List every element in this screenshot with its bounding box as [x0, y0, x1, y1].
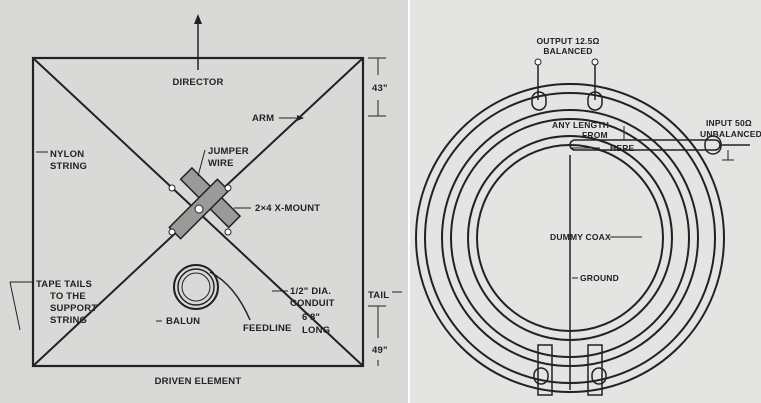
clamp-3: [168, 228, 176, 236]
jumper-leader: [197, 149, 206, 177]
label-conduit-3: 6'8": [302, 312, 320, 323]
label-feedline: FEEDLINE: [243, 323, 292, 334]
clamp-1: [168, 184, 176, 192]
director-arrow-head: [194, 14, 202, 24]
ring-outer-a: [415, 83, 725, 393]
clamp-4: [224, 228, 232, 236]
label-driven-element: DRIVEN ELEMENT: [155, 376, 242, 387]
input-coax: [569, 139, 721, 151]
label-conduit-2: CONDUIT: [290, 298, 335, 309]
label-tape-tails-1: TAPE TAILS: [36, 279, 92, 290]
clamp-2: [224, 184, 232, 192]
label-tape-tails-2: TO THE: [50, 291, 86, 302]
label-input-2: UNBALANCED: [700, 129, 761, 139]
label-director: DIRECTOR: [172, 77, 223, 88]
balun-ring-1: [173, 264, 219, 310]
label-output-2: BALANCED: [543, 46, 592, 56]
coax-balun-diagram: OUTPUT 12.5Ω BALANCED ANY LENGTH FROM HE…: [415, 36, 761, 396]
label-jumper-wire-1: JUMPER: [208, 146, 249, 157]
arm-leader-head: [297, 115, 304, 121]
label-ground: GROUND: [580, 273, 619, 283]
tape-tails-leader: [9, 281, 34, 331]
coax-balun-panel: OUTPUT 12.5Ω BALANCED ANY LENGTH FROM HE…: [410, 0, 761, 403]
label-arm: ARM: [252, 113, 274, 124]
antenna-diagram: DIRECTOR 43" ARM NYLON STRING JUMPER WIR…: [9, 14, 402, 387]
label-nylon-string-1: NYLON: [50, 149, 84, 160]
label-nylon-string-2: STRING: [50, 161, 87, 172]
coax-end-top-left: [531, 91, 547, 111]
label-jumper-wire-2: WIRE: [208, 158, 234, 169]
label-tail: TAIL: [368, 290, 389, 301]
coax-end-top-right: [587, 91, 603, 111]
antenna-diagram-panel: DIRECTOR 43" ARM NYLON STRING JUMPER WIR…: [0, 0, 408, 403]
output-terminal-left: [534, 58, 542, 66]
label-input-1: INPUT 50Ω: [706, 118, 752, 128]
label-dim-bottom: 49": [372, 345, 388, 356]
label-balun: BALUN: [166, 316, 200, 327]
bottom-coax-end-right: [591, 367, 607, 385]
label-dummy-coax: DUMMY COAX: [550, 232, 611, 242]
x-mount-center-bolt: [194, 204, 204, 214]
label-conduit-1: 1/2" DIA.: [290, 286, 331, 297]
bottom-coax-right: [587, 344, 603, 396]
bottom-coax-end-left: [533, 367, 549, 385]
label-any-length-2: FROM: [582, 130, 608, 140]
label-x-mount: 2×4 X-MOUNT: [255, 203, 320, 214]
balun-ring-3: [181, 272, 211, 302]
label-tape-tails-3: SUPPORT: [50, 303, 97, 314]
balun-ring-2: [177, 268, 215, 306]
x-mount: [168, 166, 242, 240]
label-dim-top: 43": [372, 83, 388, 94]
label-output-1: OUTPUT 12.5Ω: [536, 36, 599, 46]
label-conduit-4: LONG: [302, 325, 330, 336]
balun-coil: [173, 264, 219, 310]
label-tape-tails-4: STRING: [50, 315, 87, 326]
label-any-length-1: ANY LENGTH: [552, 120, 609, 130]
feedline-cable: [209, 271, 251, 321]
bottom-coax-left: [537, 344, 553, 396]
output-terminal-right: [591, 58, 599, 66]
label-here: HERE: [610, 143, 635, 153]
